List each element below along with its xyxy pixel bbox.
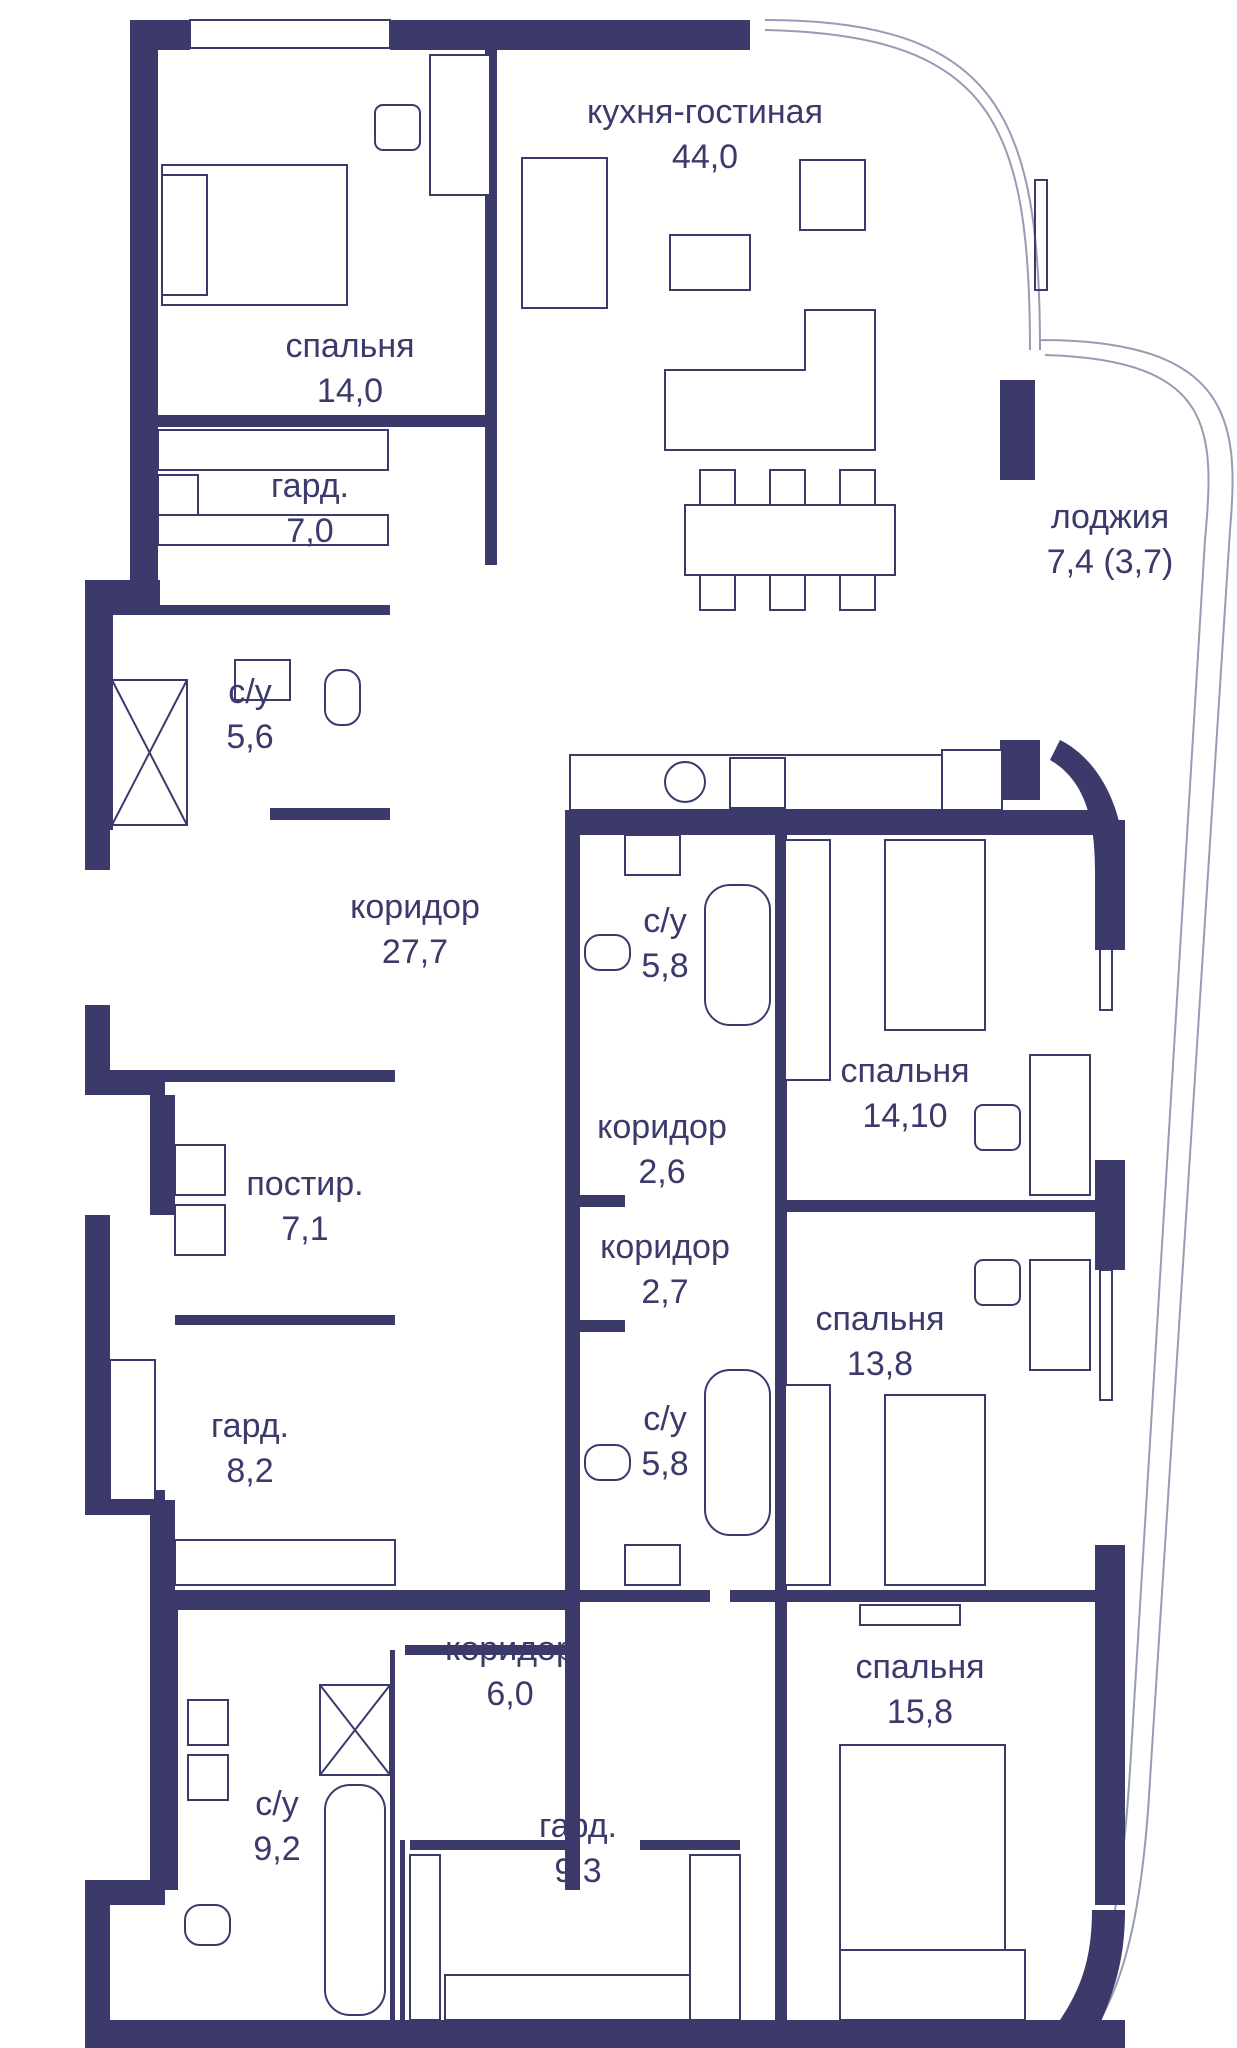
room-name-bedroom-2: спальня [840, 1052, 969, 1090]
room-name-bedroom-3: спальня [815, 1300, 944, 1338]
room-name-corridor-3: коридор [600, 1228, 730, 1266]
room-name-laundry: постир. [246, 1165, 363, 1203]
room-name-bathroom-1: с/у [228, 673, 271, 711]
room-name-corridor-main: коридор [350, 888, 480, 926]
room-name-bedroom-4: спальня [855, 1648, 984, 1686]
room-name-corridor-2: коридор [597, 1108, 727, 1146]
room-area-corridor-main: 27,7 [382, 933, 448, 971]
room-area-corridor-3: 2,7 [641, 1273, 688, 1311]
room-area-loggia: 7,4 (3,7) [1047, 543, 1174, 581]
room-name-kitchen-living: кухня-гостиная [587, 93, 823, 131]
room-area-laundry: 7,1 [281, 1210, 328, 1248]
room-area-bedroom-4: 15,8 [887, 1693, 953, 1731]
room-area-bathroom-2: 5,8 [641, 947, 688, 985]
room-labels: кухня-гостиная 44,0 спальня 14,0 гард. 7… [211, 93, 1173, 1890]
room-name-bathroom-4: с/у [255, 1785, 298, 1823]
room-area-corridor-2: 2,6 [638, 1153, 685, 1191]
room-name-loggia: лоджия [1051, 498, 1169, 536]
room-area-bedroom-1: 14,0 [317, 372, 383, 410]
furniture [109, 54, 1091, 2021]
room-area-bathroom-1: 5,6 [226, 718, 273, 756]
room-name-wardrobe-1: гард. [271, 467, 349, 505]
room-area-wardrobe-2: 8,2 [226, 1452, 273, 1490]
room-name-bathroom-2: с/у [643, 902, 686, 940]
room-name-wardrobe-2: гард. [211, 1407, 289, 1445]
room-name-bedroom-1: спальня [285, 327, 414, 365]
room-area-kitchen-living: 44,0 [672, 138, 738, 176]
room-name-bathroom-3: с/у [643, 1400, 686, 1438]
room-name-corridor-4: коридор [445, 1630, 575, 1668]
room-area-bathroom-3: 5,8 [641, 1445, 688, 1483]
outer-walls [85, 20, 1125, 2048]
room-area-bedroom-3: 13,8 [847, 1345, 913, 1383]
room-area-corridor-4: 6,0 [486, 1675, 533, 1713]
room-area-wardrobe-1: 7,0 [286, 512, 333, 550]
room-area-bedroom-2: 14,10 [862, 1097, 947, 1135]
room-name-wardrobe-3: гард. [539, 1807, 617, 1845]
room-area-bathroom-4: 9,2 [253, 1830, 300, 1868]
windows [189, 19, 1113, 1821]
room-area-wardrobe-3: 9,3 [554, 1852, 601, 1890]
